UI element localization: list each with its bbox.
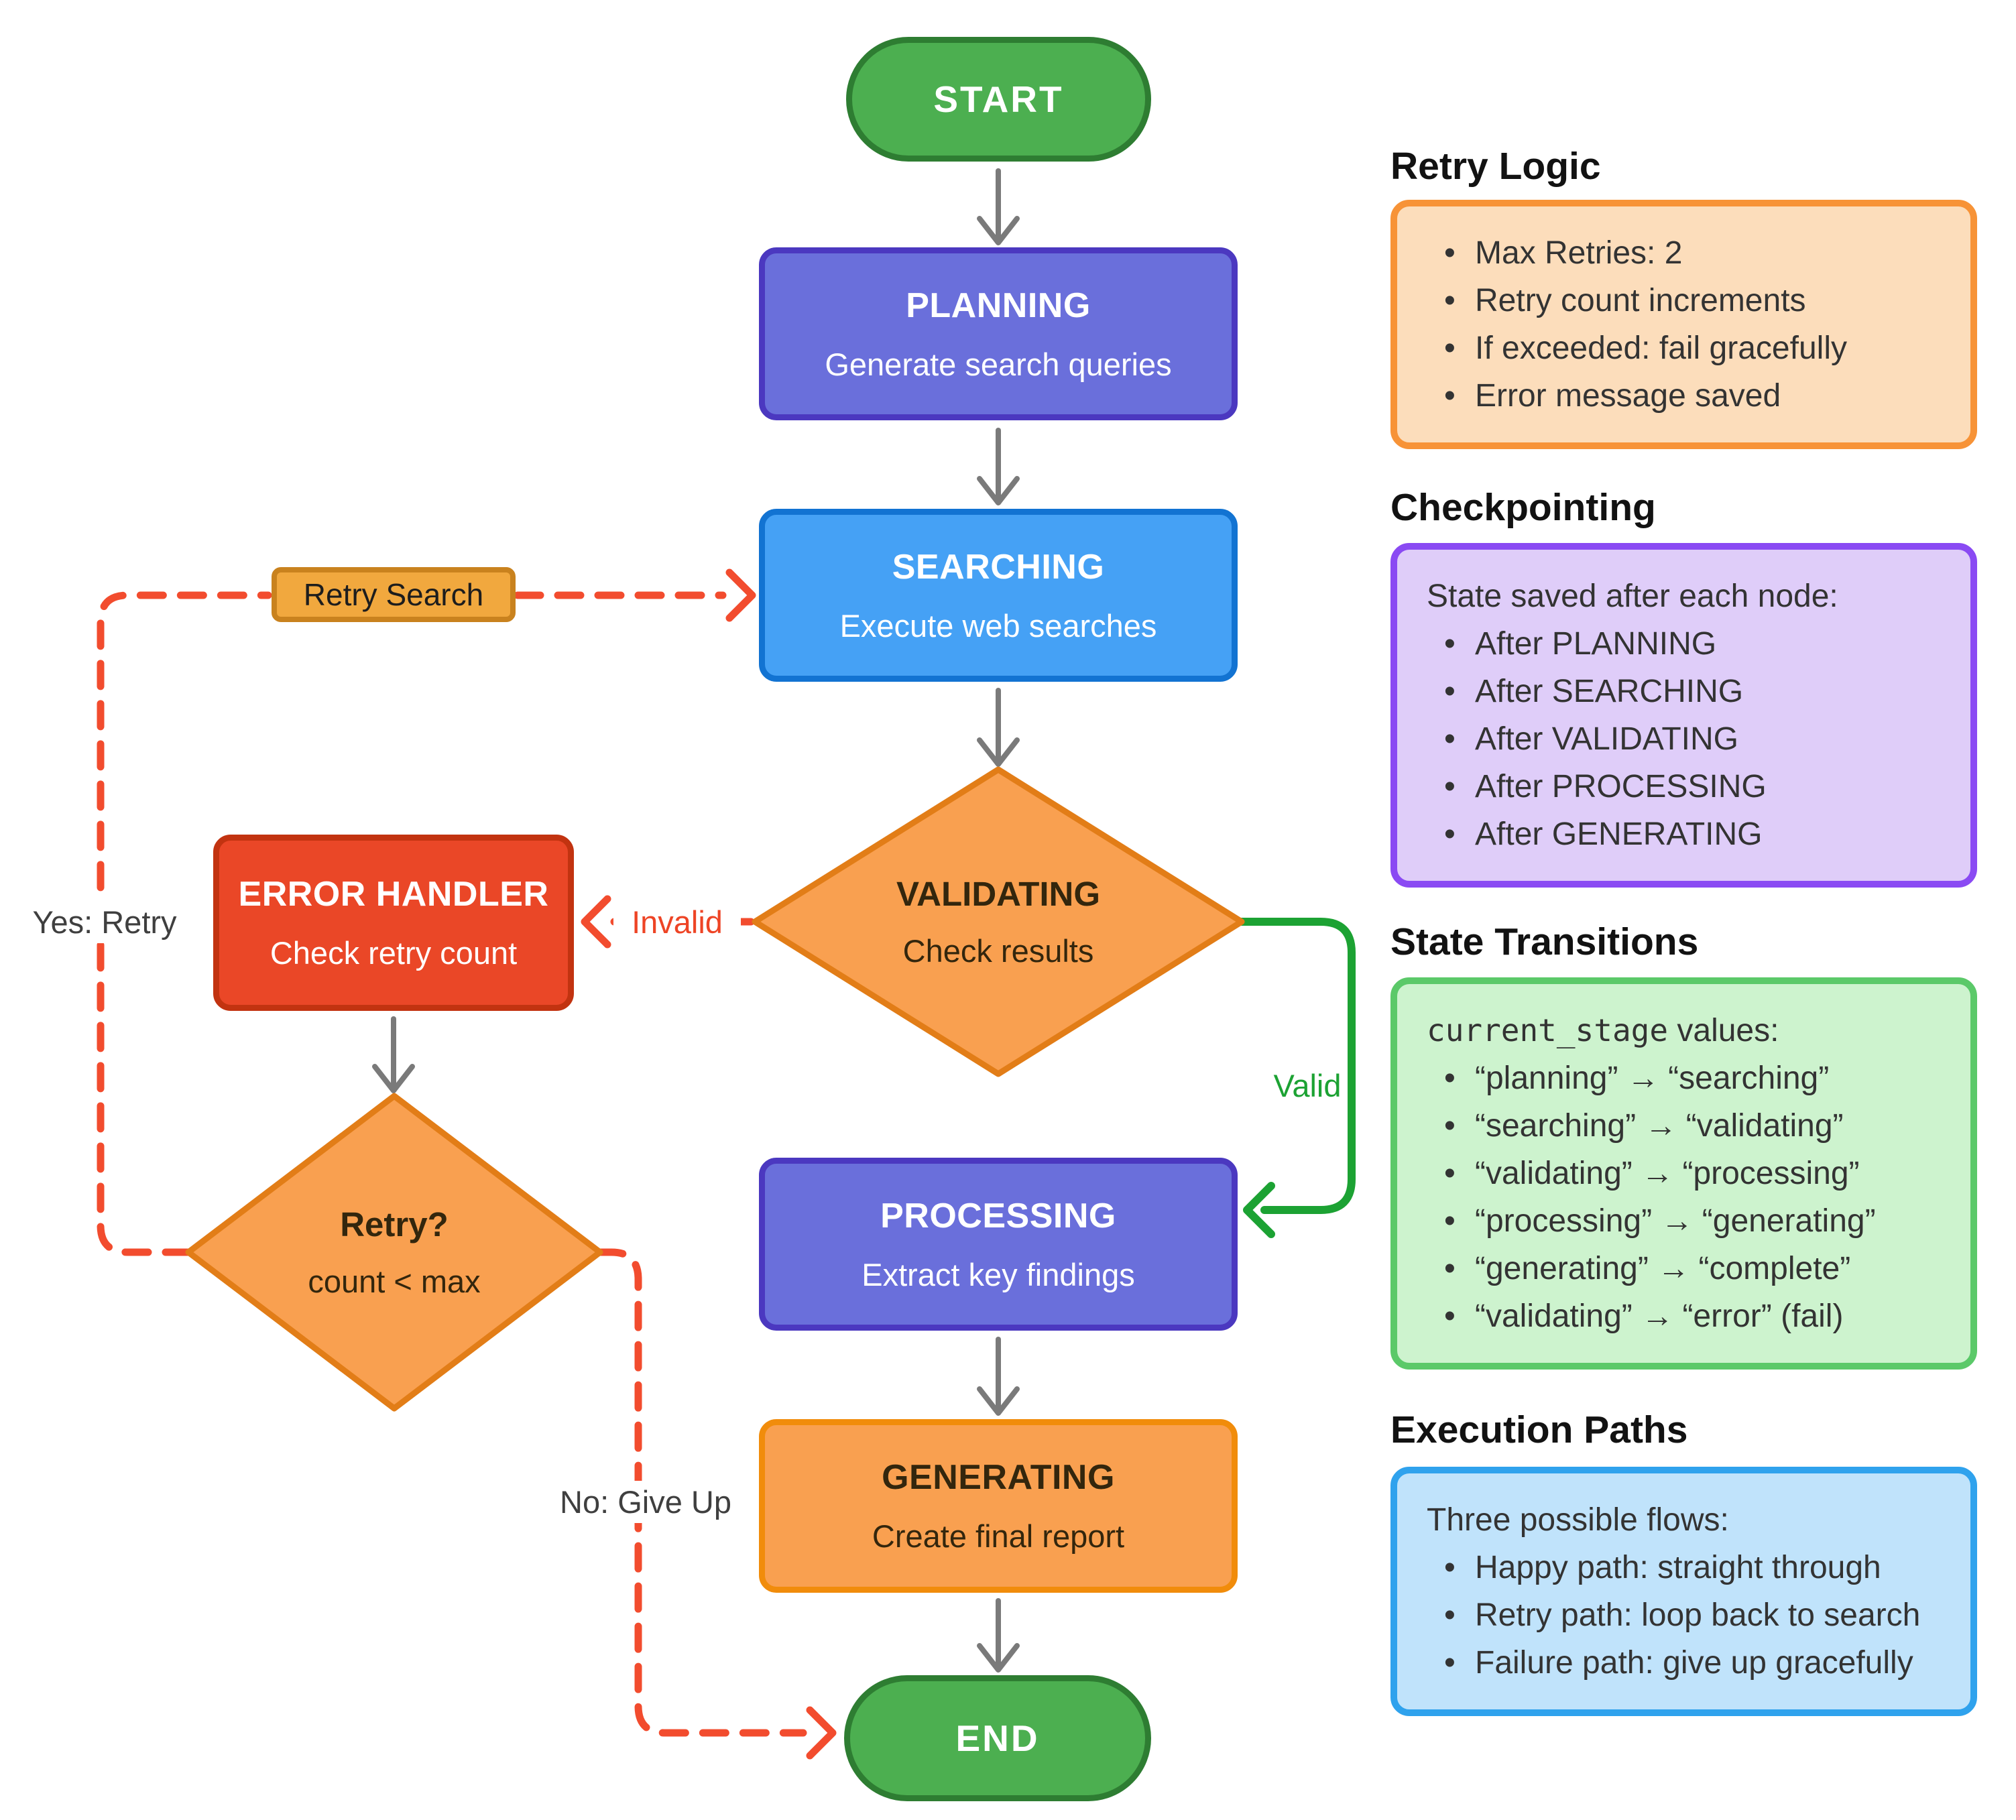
- generating-title: GENERATING: [882, 1458, 1115, 1497]
- list-item: “validating” → “error” (fail): [1444, 1292, 1941, 1340]
- list-item: “validating” → “processing”: [1444, 1150, 1941, 1197]
- retry-logic-list: Max Retries: 2 Retry count increments If…: [1427, 229, 1941, 420]
- execution-paths-intro: Three possible flows:: [1427, 1502, 1729, 1538]
- processing-subtitle: Extract key findings: [862, 1256, 1135, 1292]
- list-item: After PLANNING: [1444, 620, 1941, 668]
- retry-search-label: Retry Search: [272, 567, 516, 622]
- checkpointing-list: After PLANNING After SEARCHING After VAL…: [1427, 620, 1941, 858]
- valid-label: Valid: [1273, 1068, 1342, 1103]
- checkpointing-intro: State saved after each node:: [1427, 579, 1838, 614]
- execution-paths-panel: Three possible flows: Happy path: straig…: [1390, 1467, 1977, 1717]
- start-node: START: [846, 37, 1151, 162]
- error-handler-subtitle: Check retry count: [270, 935, 518, 971]
- arrow-planning-searching: [977, 428, 1020, 505]
- state-transitions-panel: current_stage values: “planning” → “sear…: [1390, 977, 1977, 1370]
- current-stage-code: current_stage: [1427, 1012, 1669, 1048]
- yes-retry-label: Yes: Retry: [4, 901, 205, 943]
- invalid-label: Invalid: [613, 901, 741, 943]
- retry-decision-title: Retry?: [340, 1205, 449, 1243]
- list-item: If exceeded: fail gracefully: [1444, 324, 1941, 372]
- arrow-generating-end: [977, 1598, 1020, 1673]
- list-item: Failure path: give up gracefully: [1444, 1639, 1941, 1687]
- checkpointing-title: Checkpointing: [1390, 486, 1656, 529]
- edge-validating-valid-processing: [1238, 918, 1356, 1238]
- validating-title: VALIDATING: [896, 875, 1101, 913]
- planning-title: PLANNING: [906, 286, 1091, 325]
- start-label: START: [933, 78, 1064, 120]
- arrow-start-planning: [977, 168, 1020, 245]
- retry-decision-text: Retry? count < max: [227, 1174, 562, 1331]
- list-item: Retry path: loop back to search: [1444, 1591, 1941, 1639]
- list-item: Max Retries: 2: [1444, 229, 1941, 277]
- error-handler-node: ERROR HANDLER Check retry count: [213, 835, 574, 1011]
- state-transitions-title: State Transitions: [1390, 920, 1699, 963]
- validating-node-text: VALIDATING Check results: [831, 843, 1166, 1000]
- state-transitions-list: “planning” → “searching” “searching” → “…: [1427, 1054, 1941, 1340]
- end-label: END: [955, 1717, 1040, 1759]
- no-give-up-label: No: Give Up: [535, 1481, 756, 1523]
- retry-decision-subtitle: count < max: [308, 1264, 481, 1299]
- checkpointing-panel: State saved after each node: After PLANN…: [1390, 543, 1977, 888]
- retry-logic-title: Retry Logic: [1390, 145, 1601, 188]
- processing-node: PROCESSING Extract key findings: [759, 1158, 1238, 1331]
- generating-subtitle: Create final report: [872, 1518, 1125, 1554]
- list-item: “generating” → “complete”: [1444, 1245, 1941, 1292]
- edge-retry-no-end: [596, 1248, 837, 1760]
- list-item: “processing” → “generating”: [1444, 1197, 1941, 1245]
- list-item: Happy path: straight through: [1444, 1544, 1941, 1591]
- list-item: Error message saved: [1444, 372, 1941, 420]
- state-transitions-intro-rest: values:: [1668, 1013, 1779, 1048]
- state-transitions-intro: current_stage values:: [1427, 1007, 1941, 1054]
- arrow-processing-generating: [977, 1337, 1020, 1416]
- list-item: After SEARCHING: [1444, 668, 1941, 715]
- arrow-searching-validating: [977, 688, 1020, 767]
- processing-title: PROCESSING: [880, 1196, 1116, 1235]
- generating-node: GENERATING Create final report: [759, 1419, 1238, 1593]
- end-node: END: [844, 1675, 1151, 1801]
- execution-paths-title: Execution Paths: [1390, 1408, 1688, 1451]
- retry-logic-panel: Max Retries: 2 Retry count increments If…: [1390, 200, 1977, 450]
- validating-diamond: [752, 766, 1245, 1077]
- arrow-error-retry: [372, 1016, 415, 1093]
- list-item: After GENERATING: [1444, 810, 1941, 858]
- list-item: “planning” → “searching”: [1444, 1054, 1941, 1102]
- list-item: Retry count increments: [1444, 277, 1941, 324]
- execution-paths-list: Happy path: straight through Retry path:…: [1427, 1544, 1941, 1687]
- list-item: “searching” → “validating”: [1444, 1102, 1941, 1150]
- searching-node: SEARCHING Execute web searches: [759, 509, 1238, 682]
- retry-decision-diamond: [185, 1093, 603, 1412]
- validating-subtitle: Check results: [902, 933, 1094, 969]
- list-item: After PROCESSING: [1444, 763, 1941, 810]
- list-item: After VALIDATING: [1444, 715, 1941, 763]
- planning-subtitle: Generate search queries: [825, 346, 1172, 382]
- error-handler-title: ERROR HANDLER: [238, 875, 549, 914]
- searching-subtitle: Execute web searches: [839, 607, 1157, 644]
- searching-title: SEARCHING: [892, 547, 1105, 587]
- planning-node: PLANNING Generate search queries: [759, 247, 1238, 420]
